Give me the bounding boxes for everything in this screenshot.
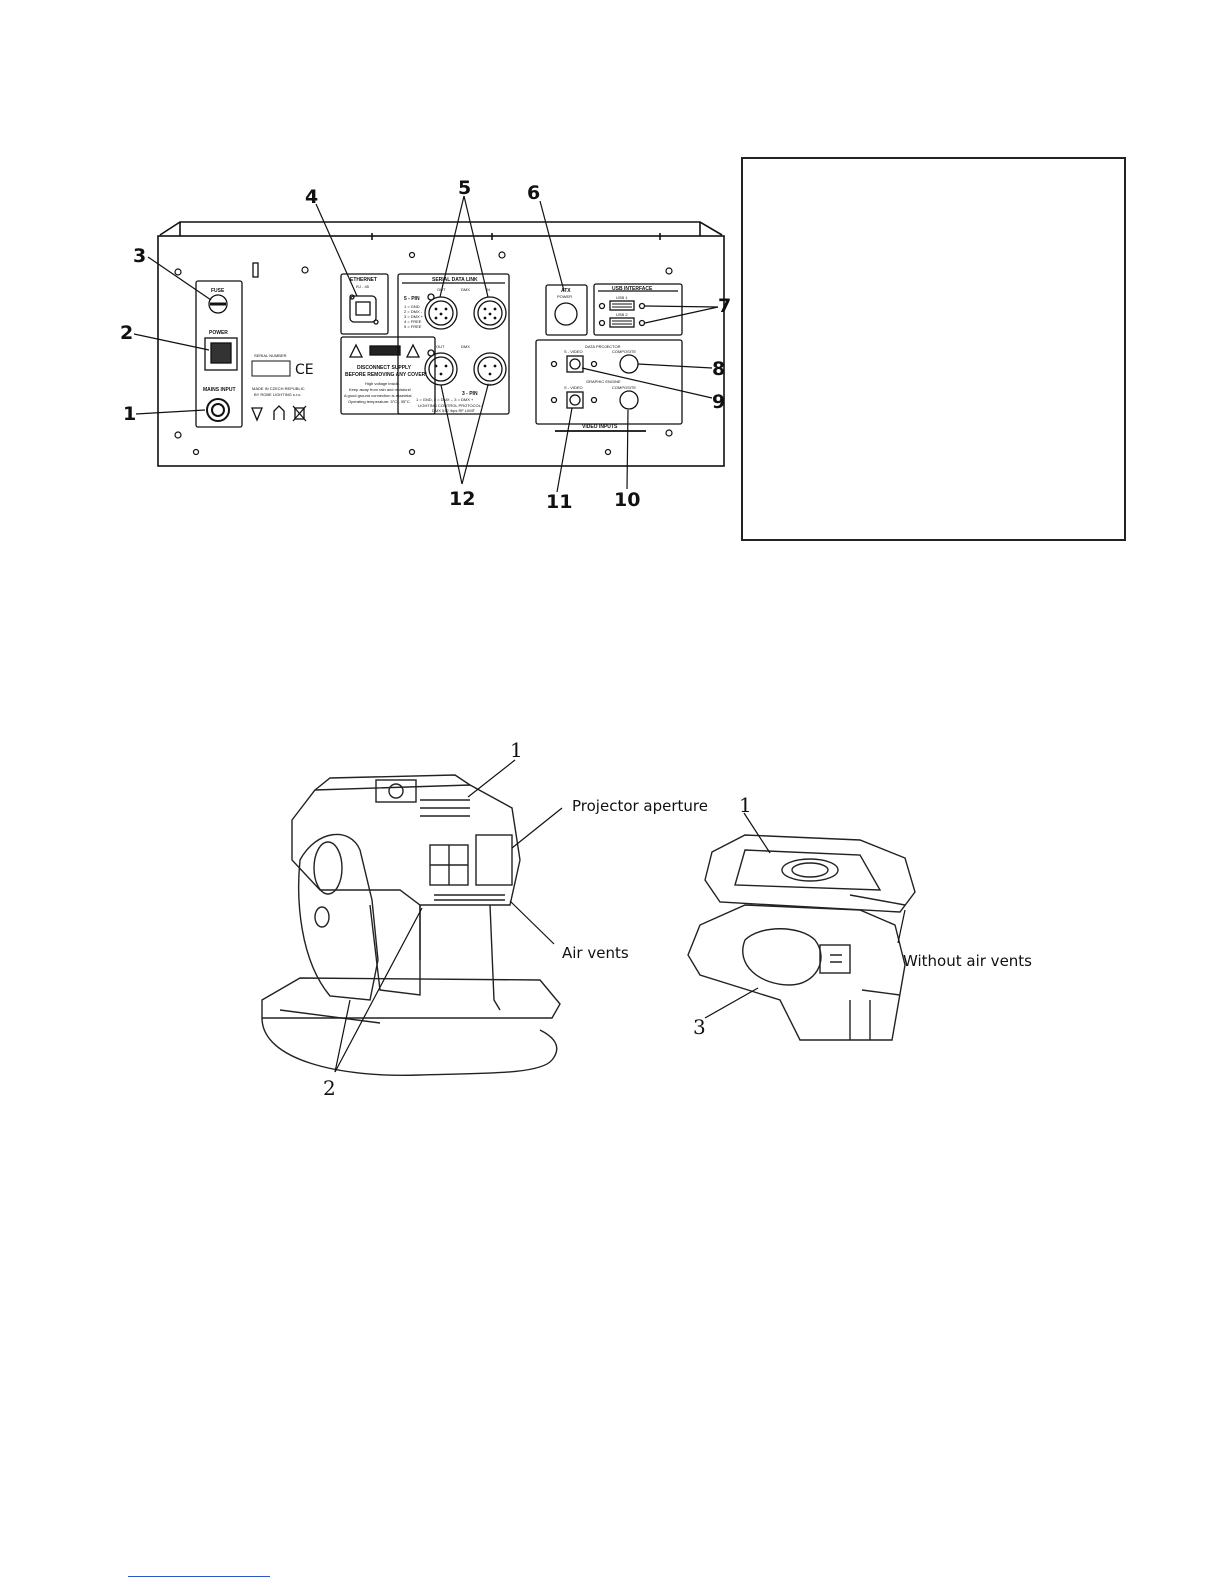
pin5-row-5: 5 = FREE <box>404 324 422 329</box>
warning-line-3: A good ground connection is essential. <box>344 393 413 398</box>
protocol-label-2: DMX 512 /bps RF LIMIT <box>432 408 476 413</box>
fig2-number-1-right: 1 <box>739 793 752 817</box>
fig2-number-2: 2 <box>323 1076 336 1100</box>
usb2-label: USB 2 <box>616 312 628 317</box>
protocol-label: LIGHTING CONTROL PROTOCOL: <box>418 403 482 408</box>
rear-panel-figure: FUSE POWER MAINS INPUT SERIAL NUMBER CE … <box>120 177 731 513</box>
svideo-label-1: S - VIDEO <box>564 349 583 354</box>
assembled-head-drawing <box>261 774 561 1077</box>
projector-head-figure: 1 2 1 3 Projector aperture Air vents Wit… <box>261 738 1032 1100</box>
callout-6: 6 <box>527 182 540 204</box>
callout-4: 4 <box>305 186 318 208</box>
warning-line-4: Operating temperature: 5°C - 35°C. <box>348 399 411 404</box>
composite-label-1: COMPOSITE <box>612 349 636 354</box>
callout-12: 12 <box>449 488 475 510</box>
power-module <box>195 280 243 428</box>
pin5-label: 5 - PIN <box>404 296 420 302</box>
callout-leaders <box>133 195 719 493</box>
atx-power-label: POWER <box>557 294 572 299</box>
compliance-icons <box>251 405 307 422</box>
figure2-leaders <box>334 759 906 1073</box>
callout-2: 2 <box>120 322 133 344</box>
exploded-cover-drawing <box>687 834 916 1041</box>
connector-pins <box>434 307 497 376</box>
callout-3: 3 <box>133 245 146 267</box>
rear-panel-outline <box>157 221 725 467</box>
warning-line-2: Keep away from rain and moisture! <box>349 387 411 392</box>
usb-interface-label: USB INTERFACE <box>612 286 653 292</box>
panel-screws <box>174 251 673 456</box>
fuse-label: FUSE <box>211 288 225 294</box>
pin3-desc: 1 = GND, 2 = DMX -, 3 = DMX + <box>416 397 474 402</box>
made-in-label: MADE IN CZECH REPUBLIC <box>252 386 305 391</box>
callout-11: 11 <box>546 491 572 513</box>
callout-10: 10 <box>614 489 640 511</box>
callout-7: 7 <box>718 295 731 317</box>
fig2-number-3: 3 <box>693 1015 706 1039</box>
pin5-row-3: 3 = DMX + <box>404 314 424 319</box>
composite-label-2: COMPOSITE <box>612 385 636 390</box>
ethernet-module <box>340 273 389 335</box>
warning-title-1: DISCONNECT SUPPLY <box>357 365 412 371</box>
callout-1: 1 <box>123 403 136 425</box>
pin3-label: 3 - PIN <box>462 391 478 397</box>
mains-input-label: MAINS INPUT <box>203 387 236 393</box>
data-projector-label: DATA PROJECTOR <box>585 344 621 349</box>
pin5-row-4: 4 = FREE <box>404 319 422 324</box>
atx-label: ATX <box>561 288 571 294</box>
serial-data-link-module <box>397 273 510 415</box>
serial-data-link-label: SERIAL DATA LINK <box>432 277 478 283</box>
ethernet-label: ETHERNET <box>350 277 377 283</box>
out-label-bottom: OUT <box>436 344 445 349</box>
video-inputs-label: VIDEO INPUTS <box>582 424 618 430</box>
warning-box <box>340 336 436 415</box>
rj45-label: RJ - 45 <box>356 284 370 289</box>
without-air-vents-label: Without air vents <box>903 952 1032 970</box>
in-label-bottom: IN <box>487 382 491 387</box>
usb1-label: USB 1 <box>616 295 628 300</box>
serial-number-label: SERIAL NUMBER <box>254 353 287 358</box>
legend-box <box>741 157 1126 541</box>
atx-module <box>545 284 588 336</box>
svideo-label-2: S - VIDEO <box>564 385 583 390</box>
dmx-label-bottom: DMX <box>461 344 470 349</box>
warning-title-2: BEFORE REMOVING ANY COVER! <box>345 372 427 378</box>
ce-mark: CE <box>295 362 314 378</box>
callout-8: 8 <box>712 358 725 380</box>
fig2-number-1-left: 1 <box>510 738 523 762</box>
footer-link-underline[interactable] <box>128 1576 270 1577</box>
callout-9: 9 <box>712 391 725 413</box>
callout-5: 5 <box>458 177 471 199</box>
indicator-slot <box>252 262 259 278</box>
projector-aperture-label: Projector aperture <box>572 797 708 815</box>
pin5-row-1: 1 = GND <box>404 304 420 309</box>
warning-line-1: High voltage inside. <box>365 381 400 386</box>
pin5-row-2: 2 = DMX - <box>404 309 423 314</box>
usb-module <box>593 283 683 336</box>
graphic-engine-label: GRAPHIC ENGINE <box>586 379 621 384</box>
in-label-top: IN <box>486 287 490 292</box>
made-by-label: BY ROBE LIGHTING s.r.o. <box>254 392 302 397</box>
power-label: POWER <box>209 330 228 336</box>
dmx-label-top: DMX <box>461 287 470 292</box>
usb-hatching <box>612 303 632 325</box>
serial-number-box <box>251 360 291 377</box>
air-vents-label: Air vents <box>562 944 629 962</box>
video-inputs-module <box>535 339 683 432</box>
